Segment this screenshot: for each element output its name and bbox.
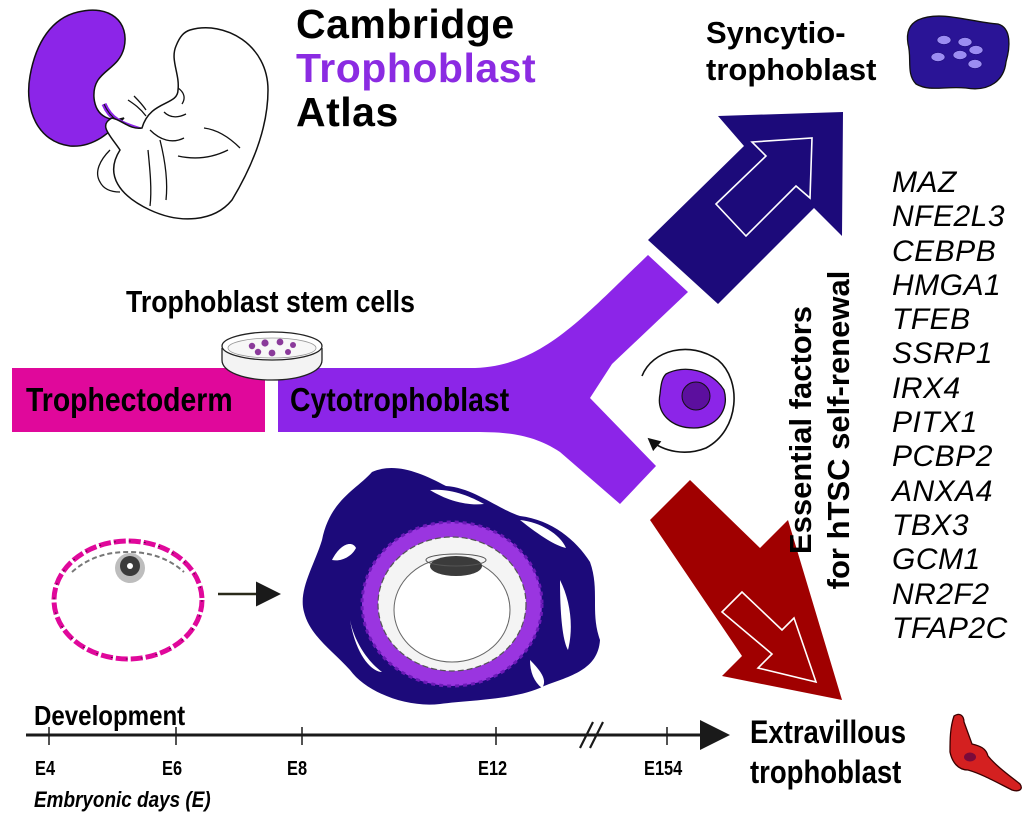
gene-item: TFEB: [892, 303, 971, 337]
gene-item: TBX3: [892, 508, 970, 542]
gene-item: NR2F2: [892, 577, 990, 611]
evt-line1: Extravillous: [750, 714, 907, 750]
gene-item: PITX1: [892, 406, 978, 440]
cytotrophoblast-bar: [278, 255, 688, 504]
title-line-cambridge: Cambridge: [296, 1, 515, 47]
gene-item: HMGA1: [892, 268, 1002, 302]
tick-label-e8: E8: [287, 758, 308, 780]
gene-item: PCBP2: [892, 440, 993, 474]
essential-line2: for hTSC self-renewal: [821, 270, 856, 590]
gene-item: MAZ: [892, 166, 957, 199]
evt-line2: trophoblast: [750, 754, 902, 790]
gene-list: MAZ NFE2L3 CEBPB HMGA1 TFEB SSRP1 IRX4 P…: [892, 166, 1008, 646]
gene-item: ANXA4: [892, 474, 993, 508]
syncytio-line1: Syncytio-: [706, 15, 846, 50]
trophectoderm-bar: [12, 368, 265, 432]
essential-line1: Essential factors: [783, 305, 818, 555]
timeline-title: Development: [34, 700, 186, 731]
extravillous-cell-icon: [949, 713, 1022, 792]
label-cytotrophoblast: Cytotrophoblast: [290, 381, 510, 418]
syncytio-arrow-outline: [714, 137, 813, 238]
blastocyst-icon: [51, 538, 205, 662]
axis-break-icon: [579, 721, 604, 749]
gene-item: CEBPB: [892, 234, 997, 268]
gene-item: GCM1: [892, 543, 981, 577]
fetus-placenta-icon: [27, 9, 269, 220]
title-line-trophoblast: Trophoblast: [296, 45, 537, 91]
timeline-axis-label: Embryonic days (E): [34, 787, 211, 812]
implanted-embryo-icon: [302, 467, 600, 705]
syncytiotrophoblast-cell-icon: [906, 15, 1010, 90]
label-trophectoderm: Trophectoderm: [26, 381, 233, 418]
self-renewal-cycle-icon: [641, 348, 735, 453]
evt-arrow-outline: [720, 590, 818, 684]
gene-item: TFAP2C: [892, 611, 1008, 645]
gene-item: NFE2L3: [892, 200, 1006, 234]
label-syncytiotrophoblast: Syncytio- trophoblast: [706, 14, 877, 88]
tick-label-e154: E154: [644, 758, 683, 780]
timeline-axis: [26, 720, 730, 750]
tick-label-e12: E12: [478, 758, 508, 780]
atlas-title: Cambridge Trophoblast Atlas: [296, 2, 536, 134]
tick-label-e4: E4: [35, 758, 56, 780]
syncytio-line2: trophoblast: [706, 52, 877, 87]
label-extravillous: Extravillous trophoblast: [750, 712, 931, 792]
extravillous-arrow: [650, 480, 842, 700]
gene-item: SSRP1: [892, 337, 993, 371]
petri-dish-icon: [221, 331, 323, 381]
tick-label-e6: E6: [162, 758, 183, 780]
title-line-atlas: Atlas: [296, 89, 399, 135]
label-essential-factors: Essential factors for hTSC self-renewal: [782, 220, 858, 640]
label-stem-cells: Trophoblast stem cells: [126, 284, 415, 319]
syncytiotrophoblast-arrow: [648, 112, 843, 304]
gene-item: IRX4: [892, 371, 961, 405]
